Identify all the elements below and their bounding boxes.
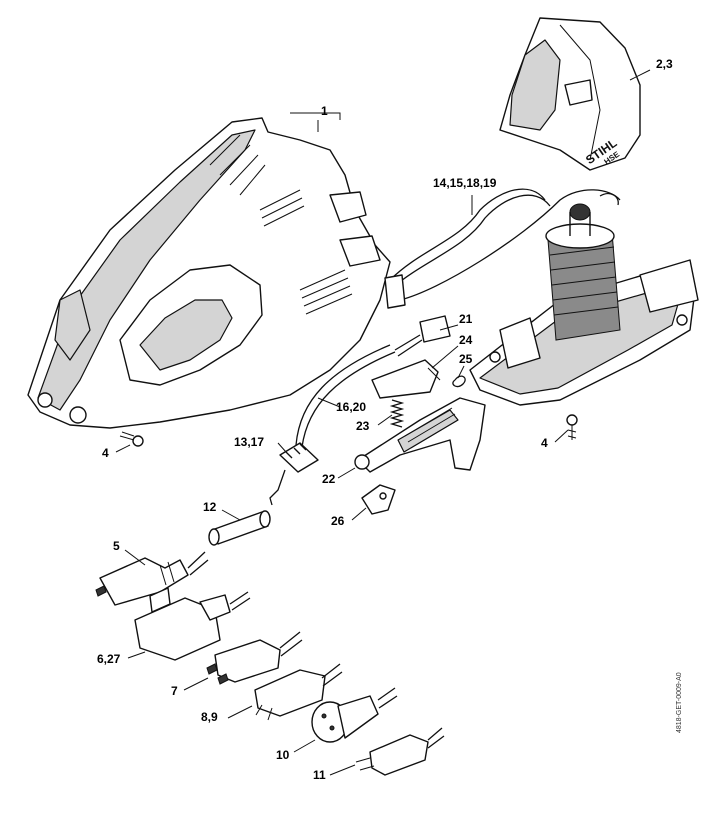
motor-assembly xyxy=(469,192,699,406)
callout-4-left: 4 xyxy=(102,446,109,460)
plug-type-11 xyxy=(355,727,445,776)
callout-11: 11 xyxy=(313,768,326,782)
micro-switch xyxy=(394,315,451,357)
terminal-block xyxy=(269,442,319,506)
plug-type-5 xyxy=(95,551,209,606)
callout-26: 26 xyxy=(331,514,345,528)
callout-1: 1 xyxy=(321,104,328,118)
plug-type-6-27 xyxy=(134,587,251,661)
torsion-spring xyxy=(452,375,466,388)
housing-shell xyxy=(27,117,391,429)
motor-cover: STIHL HSE xyxy=(499,17,641,171)
screw-right xyxy=(566,414,578,440)
callout-23: 23 xyxy=(356,419,370,433)
plug-type-8-9 xyxy=(254,663,343,721)
cable-clamp xyxy=(361,484,396,515)
callout-22: 22 xyxy=(322,472,336,486)
cable-sleeve xyxy=(208,510,271,546)
callout-7: 7 xyxy=(171,684,178,698)
connecting-wires xyxy=(384,188,621,309)
callout-13-17: 13,17 xyxy=(234,435,265,449)
callout-16-20: 16,20 xyxy=(336,400,367,414)
switch-lever xyxy=(371,359,441,399)
callout-10: 10 xyxy=(276,748,290,762)
compression-spring xyxy=(389,399,405,428)
callout-8-9: 8,9 xyxy=(201,710,218,724)
callout-12: 12 xyxy=(203,500,217,514)
plug-type-10 xyxy=(311,687,398,743)
drawing-code: 4818-GET-0009-A0 xyxy=(676,672,683,733)
leader-lines xyxy=(115,69,651,776)
callout-2-3: 2,3 xyxy=(656,57,673,71)
callout-6-27: 6,27 xyxy=(97,652,121,666)
callout-4-right: 4 xyxy=(541,436,548,450)
callout-5: 5 xyxy=(113,539,120,553)
screw-left xyxy=(119,431,144,447)
callout-14-15-18-19: 14,15,18,19 xyxy=(433,176,497,190)
trigger xyxy=(354,397,486,473)
callout-24: 24 xyxy=(459,333,473,347)
power-wires xyxy=(295,344,396,448)
plug-type-7 xyxy=(206,631,303,685)
callout-21: 21 xyxy=(459,312,473,326)
callout-25: 25 xyxy=(459,352,473,366)
